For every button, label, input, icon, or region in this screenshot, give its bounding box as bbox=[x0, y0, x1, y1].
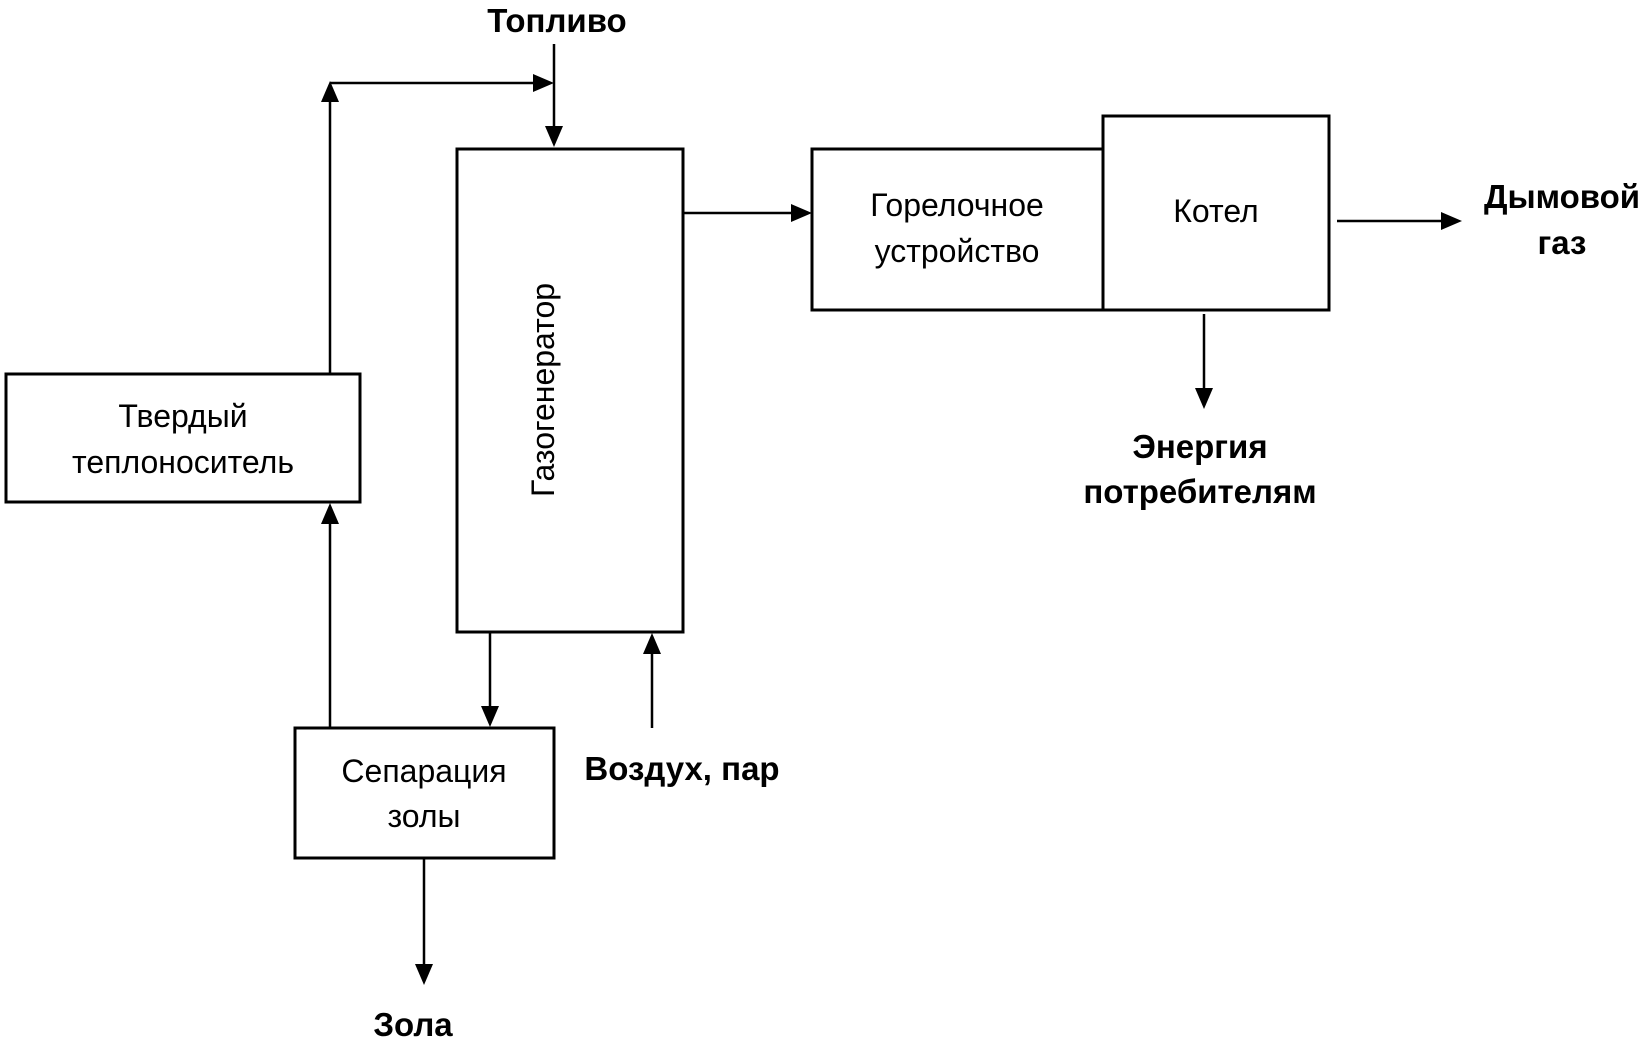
boiler-label: Котел bbox=[1173, 193, 1258, 229]
air-steam-inflow-arrow bbox=[643, 633, 661, 728]
flue-gas-output-label-line2: газ bbox=[1538, 224, 1587, 261]
solid-heat-carrier-block: Твердый теплоноситель bbox=[4, 372, 362, 504]
solid-heat-carrier-label-line1: Твердый bbox=[118, 398, 247, 434]
burner-label-line2: устройство bbox=[875, 233, 1040, 269]
ash-output-label: Зола bbox=[373, 1006, 453, 1041]
flue-gas-outflow-arrow bbox=[1337, 212, 1462, 230]
energy-output-label-line1: Энергия bbox=[1132, 428, 1267, 465]
boiler-block: Котел bbox=[1101, 114, 1331, 312]
fuel-input-label: Топливо bbox=[487, 2, 626, 39]
burner-block: Горелочное устройство bbox=[810, 147, 1105, 312]
separation-to-heat-carrier-arrow bbox=[321, 503, 339, 728]
solids-to-separation-arrow bbox=[481, 632, 499, 727]
burner-label-line1: Горелочное bbox=[870, 187, 1044, 223]
ash-separation-label-line1: Сепарация bbox=[341, 753, 506, 789]
ash-outflow-arrow bbox=[415, 858, 433, 985]
energy-output-label-line2: потребителям bbox=[1083, 473, 1316, 510]
energy-outflow-arrow bbox=[1195, 314, 1213, 409]
fuel-inflow-arrow bbox=[545, 44, 563, 147]
ash-separation-block: Сепарация золы bbox=[293, 726, 556, 860]
heat-carrier-return-arrow bbox=[321, 74, 554, 374]
gas-generator-block: Газогенератор bbox=[455, 147, 685, 634]
flue-gas-output-label-line1: Дымовой bbox=[1484, 178, 1640, 215]
ash-separation-label-line2: золы bbox=[387, 798, 460, 834]
solid-heat-carrier-label-line2: теплоноситель bbox=[72, 444, 294, 480]
gas-to-burner-arrow bbox=[683, 204, 812, 222]
gas-generator-label: Газогенератор bbox=[525, 283, 561, 497]
air-steam-input-label: Воздух, пар bbox=[584, 750, 779, 787]
